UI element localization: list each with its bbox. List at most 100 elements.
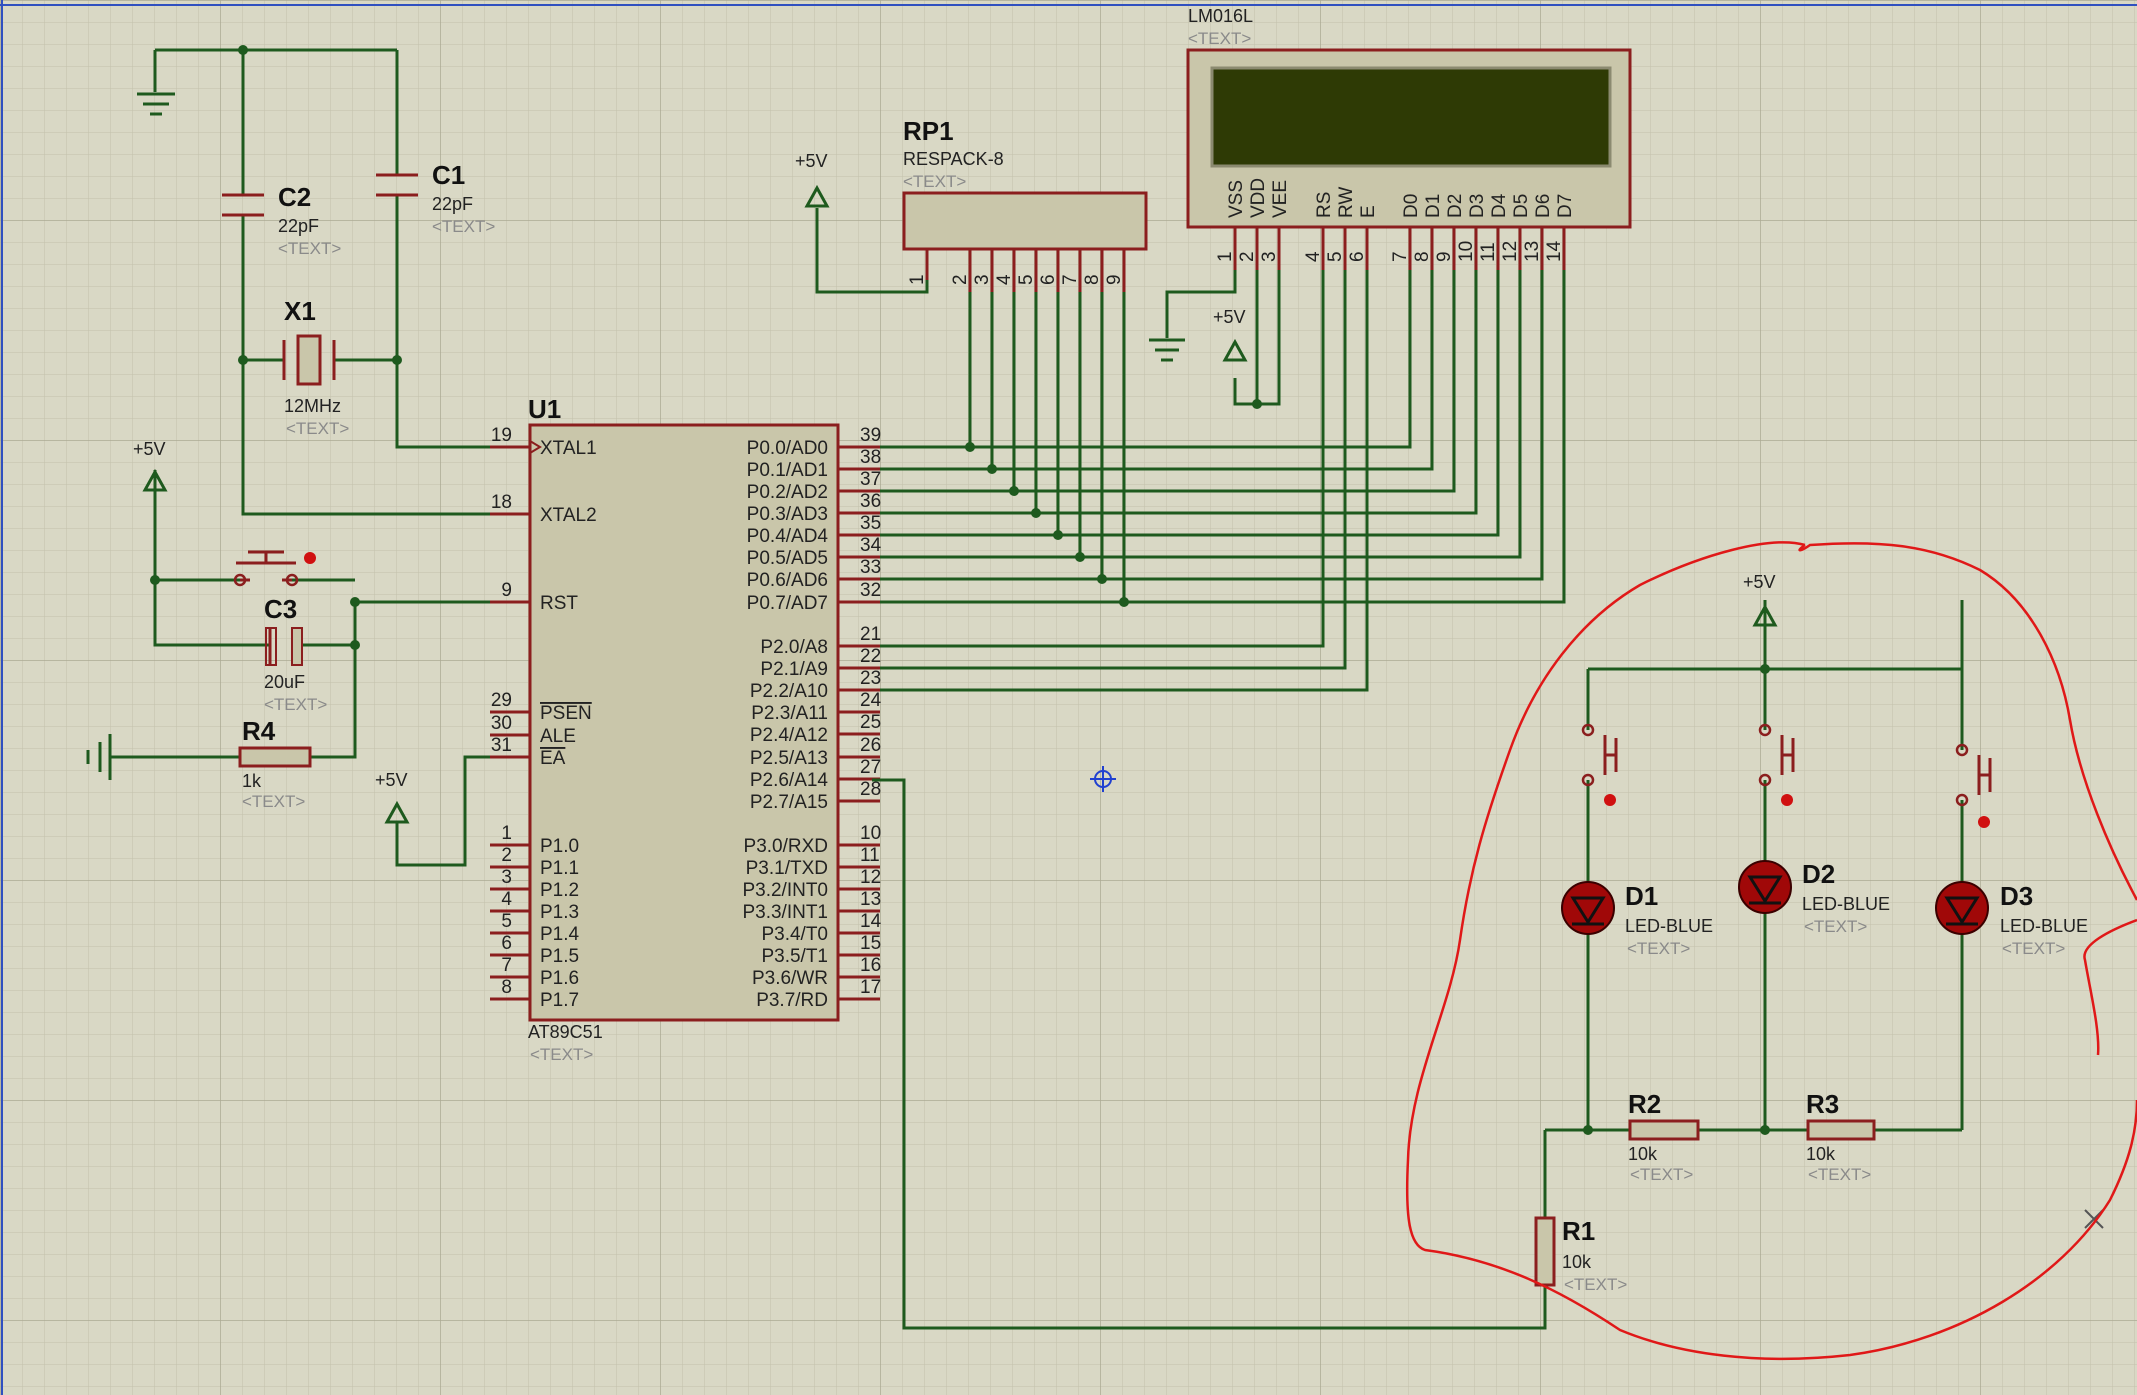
u1-pin-name: P1.1 [540, 858, 579, 879]
u1-pin-number: 9 [501, 580, 512, 601]
c2-text: <TEXT> [278, 239, 341, 258]
power-vcc-rp1[interactable]: +5V [795, 151, 830, 208]
crosshair-marker [1090, 766, 1116, 792]
capacitor-c2[interactable]: C2 22pF <TEXT> [222, 182, 341, 258]
u1-pin-name: P3.0/RXD [744, 836, 828, 857]
lcd-power-circuit [1149, 270, 1281, 409]
u1-pin-number: 4 [501, 889, 512, 910]
u1-pin-number: 35 [860, 513, 881, 534]
lcd-pin-number: 13 [1522, 241, 1543, 262]
power-vcc-lcd[interactable]: +5V [1213, 307, 1248, 362]
u1-pin-number: 18 [491, 492, 512, 513]
u1-pin-number: 21 [860, 624, 881, 645]
rp1-pin-number: 5 [1016, 274, 1037, 285]
lcd-pin-name: D4 [1489, 193, 1510, 218]
annotation-freehand-circle [1405, 541, 2137, 1361]
reset-pushbutton[interactable] [233, 550, 316, 587]
u1-pin-name: P2.7/A15 [750, 792, 828, 813]
data-bus-wires [880, 270, 1566, 692]
u1-pin-name: P3.1/TXD [746, 858, 828, 879]
u1-pin-name: P1.7 [540, 990, 579, 1011]
u1-pin-name: PSEN [540, 703, 592, 724]
rp1-power-circuit [815, 208, 929, 294]
u1-pin-name: P0.1/AD1 [747, 460, 828, 481]
u1-pin-number: 27 [860, 757, 881, 778]
u1-pin-name: XTAL1 [540, 438, 597, 459]
d1-text: <TEXT> [1627, 939, 1690, 958]
u1-pin-name: P0.5/AD5 [747, 548, 828, 569]
u1-pin-name: P3.6/WR [752, 968, 828, 989]
power-vcc-reset[interactable]: +5V [133, 439, 168, 492]
resistor-r3[interactable]: R3 10k <TEXT> [1806, 1089, 1876, 1184]
u1-pin-name: P3.4/T0 [761, 924, 828, 945]
led-d2[interactable]: D2 LED-BLUE <TEXT> [1738, 859, 1890, 936]
lcd-pin-number: 6 [1347, 251, 1368, 262]
c1-text: <TEXT> [432, 217, 495, 236]
led-d3[interactable]: D3 LED-BLUE <TEXT> [1935, 881, 2088, 958]
led-vcc-label: +5V [1743, 572, 1776, 592]
x1-value: 12MHz [284, 396, 341, 416]
resistor-r1[interactable]: R1 10k <TEXT> [1534, 1216, 1627, 1294]
lcd-pin-number: 10 [1456, 241, 1477, 262]
rp1-text: <TEXT> [903, 172, 966, 191]
u1-pin-name: P1.5 [540, 946, 579, 967]
u1-pin-number: 16 [860, 955, 881, 976]
capacitor-c3[interactable]: C3 20uF <TEXT> [264, 594, 327, 714]
reset-vcc-label: +5V [133, 439, 166, 459]
u1-pin-name: P3.2/INT0 [742, 880, 828, 901]
power-vcc-ea[interactable]: +5V [375, 770, 410, 824]
u1-pin-number: 36 [860, 491, 881, 512]
u1-pin-name: P0.6/AD6 [747, 570, 828, 591]
u1-pin-name: ALE [540, 726, 576, 747]
reset-circuit [86, 483, 524, 780]
lcd-text: <TEXT> [1188, 29, 1251, 48]
u1-pin-number: 5 [501, 911, 512, 932]
u1-pin-number: 12 [860, 867, 881, 888]
r2-ref: R2 [1628, 1089, 1661, 1119]
pushbutton-1[interactable] [1581, 723, 1618, 806]
u1-pin-number: 26 [860, 735, 881, 756]
rp1-pin-number: 7 [1060, 274, 1081, 285]
resistor-r2[interactable]: R2 10k <TEXT> [1628, 1089, 1700, 1184]
led-d1[interactable]: D1 LED-BLUE <TEXT> [1561, 881, 1713, 958]
pushbutton-2[interactable] [1758, 723, 1795, 806]
crystal-x1[interactable]: X1 12MHz <TEXT> [282, 296, 349, 438]
lcd-pin-number: 14 [1544, 240, 1565, 262]
oscillator-circuit [137, 45, 524, 516]
u1-pin-name: P2.1/A9 [760, 659, 828, 680]
u1-pin-name: P0.7/AD7 [747, 593, 828, 614]
lcd-pin-name: E [1358, 205, 1379, 218]
rp1-pin-number: 1 [907, 274, 928, 285]
microcontroller-u1[interactable]: U1 AT89C51 <TEXT> 19XTAL118XTAL29RST29PS… [490, 394, 882, 1064]
pushbutton-3[interactable] [1955, 743, 1992, 828]
u1-pin-name: P2.4/A12 [750, 725, 828, 746]
lcd-pin-number: 3 [1259, 251, 1280, 262]
lcd-pin-number: 7 [1390, 251, 1411, 262]
lcd-ref: LM016L [1188, 6, 1253, 26]
c2-ref: C2 [278, 182, 311, 212]
u1-pin-number: 2 [501, 845, 512, 866]
c3-text: <TEXT> [264, 695, 327, 714]
r4-value: 1k [242, 771, 262, 791]
lcd-pin-name: VSS [1226, 180, 1247, 218]
c3-ref: C3 [264, 594, 297, 624]
lcd-lm016l[interactable]: LM016L <TEXT> 1VSS2VDD3VEE4RS5RW6E7D08D1… [1186, 6, 1632, 270]
power-vcc-leds[interactable]: +5V [1743, 572, 1778, 627]
u1-pin-name: P2.6/A14 [750, 770, 829, 791]
u1-pin-number: 17 [860, 977, 881, 998]
lcd-pin-name: D7 [1555, 194, 1576, 218]
lcd-pin-name: VEE [1270, 180, 1291, 218]
capacitor-c1[interactable]: C1 22pF <TEXT> [376, 160, 495, 236]
lcd-pin-name: D1 [1423, 194, 1444, 218]
led-button-circuit [872, 600, 1964, 1330]
u1-pin-name: P0.0/AD0 [747, 438, 828, 459]
u1-pin-number: 34 [860, 535, 882, 556]
resistor-r4[interactable]: R4 1k <TEXT> [238, 716, 312, 811]
u1-pin-number: 24 [860, 690, 882, 711]
rp1-pin-number: 9 [1104, 274, 1125, 285]
rp1-pin-number: 4 [994, 274, 1015, 285]
u1-pin-number: 23 [860, 668, 881, 689]
lcd-pin-name: D3 [1467, 194, 1488, 218]
